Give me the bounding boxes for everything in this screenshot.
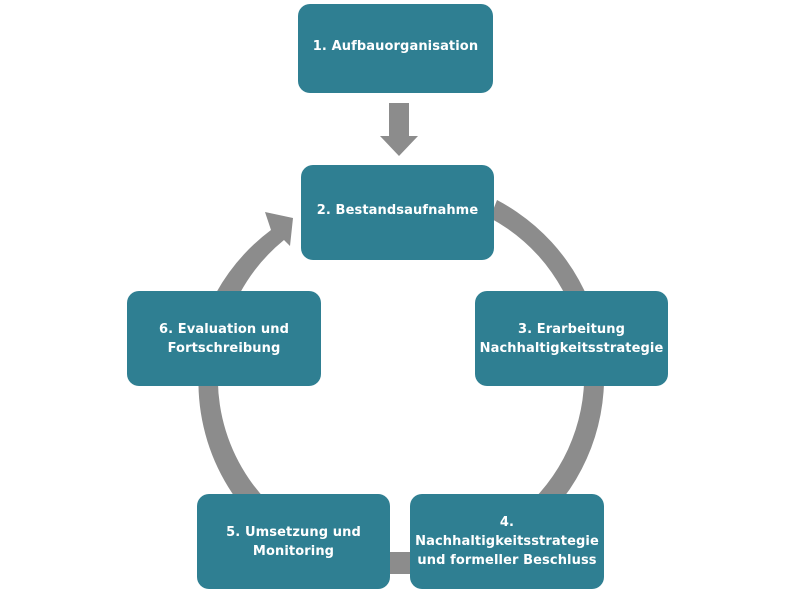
step-5-umsetzung: 5. Umsetzung und Monitoring [197,494,390,589]
step-label: 4. Nachhaltigkeitsstrategie und formelle… [415,515,599,568]
step-1-aufbauorganisation: 1. Aufbauorganisation [298,4,493,93]
step-label: 2. Bestandsaufnahme [316,203,479,218]
step-3-erarbeitung: 3. Erarbeitung Nachhaltigkeitsstrategie [475,291,668,386]
cycle-ring-right [490,200,605,516]
cycle-ring-bottom [388,552,412,574]
step-label: 3. Erarbeitung Nachhaltigkeitsstrategie [479,321,664,356]
step-label: 5. Umsetzung und Monitoring [226,524,361,559]
step-2-bestandsaufnahme: 2. Bestandsaufnahme [301,165,494,260]
step-label: 1. Aufbauorganisation [312,39,479,54]
step-6-evaluation: 6. Evaluation und Fortschreibung [127,291,321,386]
cycle-arrow-6-to-2 [216,212,293,293]
step-label: 6. Evaluation und Fortschreibung [158,321,290,356]
down-arrow-icon [380,103,418,156]
step-4-beschluss: 4. Nachhaltigkeitsstrategie und formelle… [410,494,604,589]
